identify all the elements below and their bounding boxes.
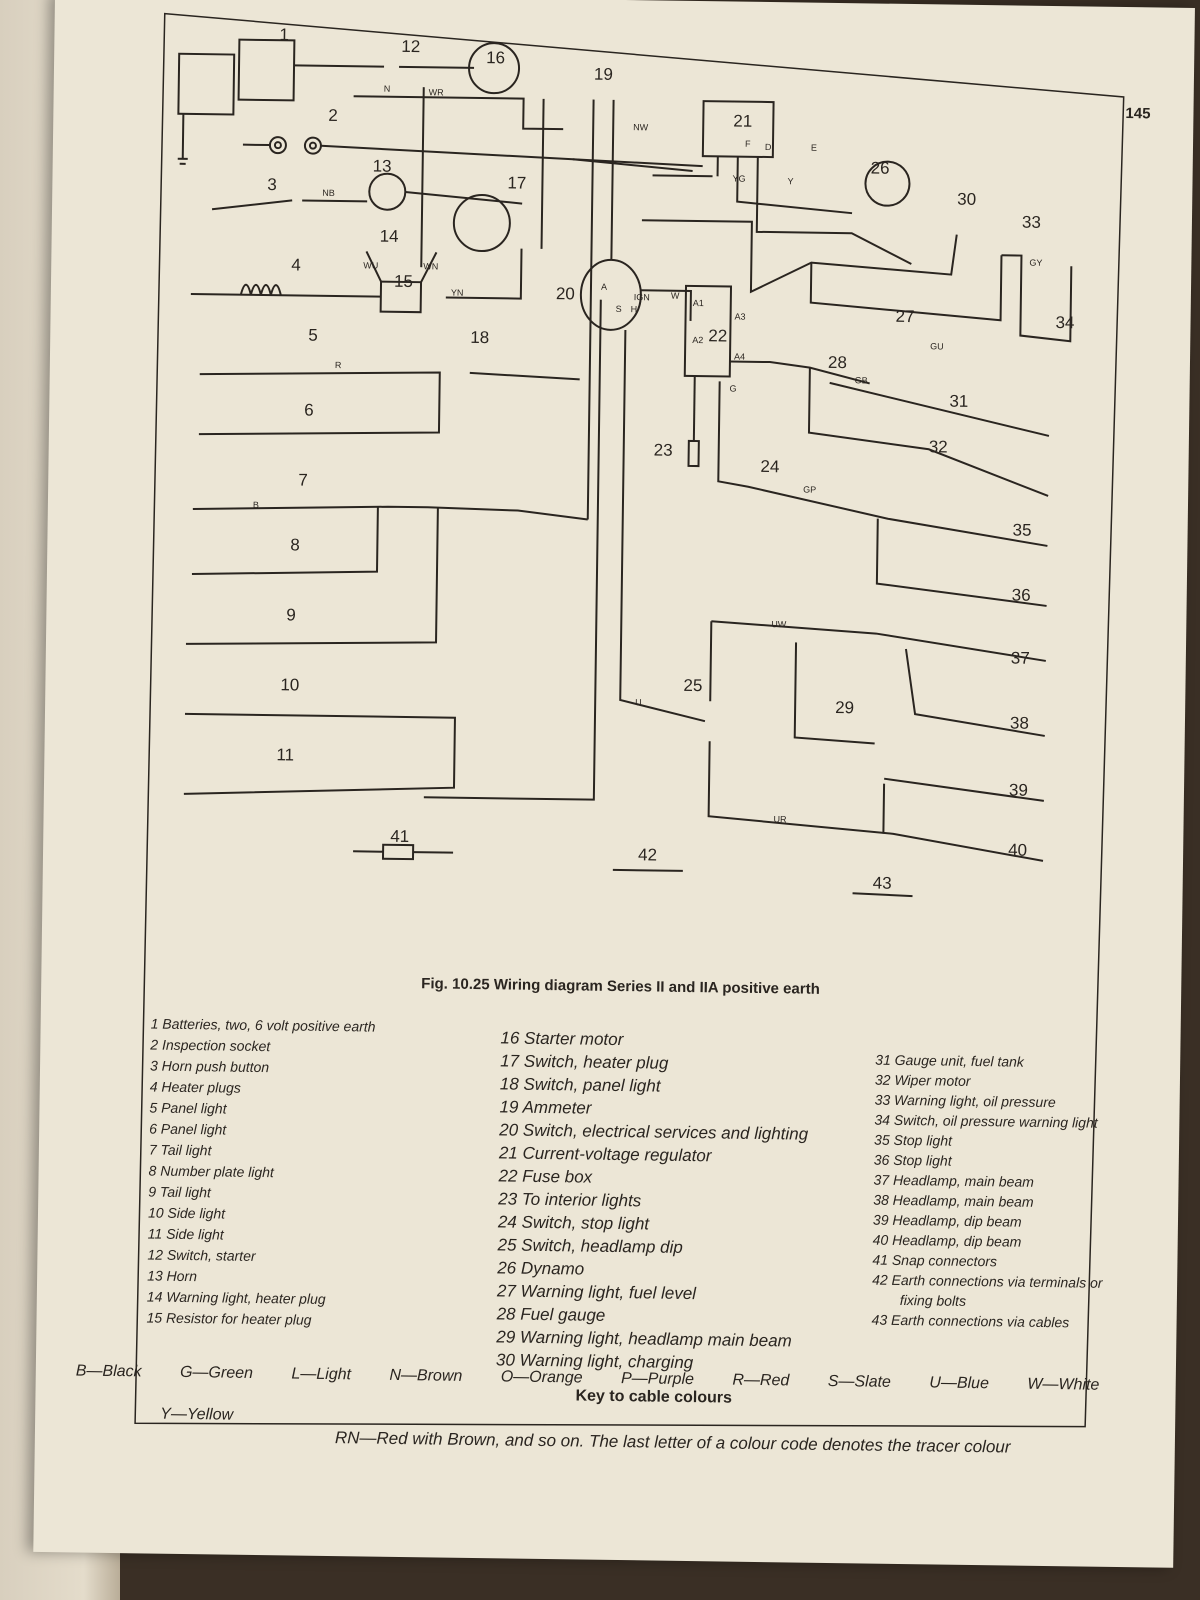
label-32: 32 — [929, 437, 948, 456]
label-27: 27 — [895, 307, 914, 326]
label-5: 5 — [308, 326, 318, 345]
label-33: 33 — [1022, 213, 1041, 232]
label-11: 11 — [276, 745, 294, 764]
label-3: 3 — [267, 175, 277, 194]
wire-label: F — [745, 139, 751, 149]
wire-label: WR — [429, 87, 445, 97]
key-item: B—Black — [75, 1362, 142, 1381]
key-item: R—Red — [732, 1371, 790, 1390]
label-25: 25 — [683, 676, 702, 695]
wire-label: G — [730, 383, 737, 393]
legend-column-1: 1 Batteries, two, 6 volt positive earth … — [146, 1013, 375, 1331]
label-20: 20 — [556, 284, 575, 303]
key-title: Key to cable colours — [575, 1387, 733, 1407]
label-6: 6 — [304, 401, 314, 420]
wire-label: E — [811, 143, 817, 153]
wire-label: YN — [451, 288, 464, 298]
label-23: 23 — [654, 440, 673, 459]
label-1: 1 — [279, 25, 289, 44]
key-row-2: Y—Yellow — [160, 1406, 267, 1425]
wire-label: WN — [423, 261, 438, 271]
label-29: 29 — [835, 698, 854, 717]
wiring-diagram: 1 2 3 4 5 6 7 8 9 10 11 12 13 14 15 16 1… — [134, 12, 1125, 1428]
key-item: U—Blue — [929, 1374, 990, 1393]
wire-label: N — [384, 84, 391, 94]
label-13: 13 — [373, 156, 392, 175]
label-26: 26 — [871, 158, 890, 177]
key-item: Y—Yellow — [160, 1405, 234, 1424]
label-7: 7 — [298, 470, 308, 489]
key-item: O—Orange — [500, 1368, 583, 1387]
label-12: 12 — [401, 37, 420, 56]
wire-label: GU — [930, 341, 944, 351]
label-16: 16 — [486, 48, 505, 67]
manual-page: 145 — [33, 0, 1195, 1568]
label-18: 18 — [470, 328, 489, 347]
label-10: 10 — [280, 675, 299, 694]
wire-label: GP — [803, 485, 816, 495]
legend-column-3: 31 Gauge unit, fuel tank 32 Wiper motor … — [871, 1050, 1105, 1333]
label-36: 36 — [1012, 585, 1031, 604]
wire-label: U — [635, 697, 642, 707]
wire-label: NB — [322, 188, 335, 198]
key-item: G—Green — [179, 1363, 254, 1382]
label-9: 9 — [286, 605, 296, 624]
key-item: W—White — [1027, 1375, 1100, 1394]
label-35: 35 — [1013, 520, 1032, 539]
wire-label: A — [601, 282, 607, 292]
legend-item: 43 Earth connections via cables — [871, 1311, 1070, 1331]
label-34: 34 — [1055, 313, 1074, 332]
wire-label: UW — [771, 619, 787, 629]
label-19: 19 — [594, 65, 613, 84]
wire-label: GY — [1029, 258, 1042, 268]
label-39: 39 — [1009, 780, 1028, 799]
label-8: 8 — [290, 535, 300, 554]
label-21: 21 — [733, 112, 752, 131]
wire-label: A2 — [692, 335, 703, 345]
wire-label: WU — [363, 260, 378, 270]
label-30: 30 — [957, 190, 976, 209]
key-item: L—Light — [291, 1365, 352, 1384]
wire-label: A3 — [735, 312, 746, 322]
label-2: 2 — [328, 106, 338, 125]
key-item: N—Brown — [389, 1366, 463, 1385]
wire-label: R — [335, 360, 342, 370]
label-31: 31 — [949, 392, 968, 411]
label-28: 28 — [828, 353, 847, 372]
wire-label: Y — [787, 176, 793, 186]
label-41: 41 — [390, 827, 409, 846]
label-43: 43 — [873, 874, 892, 893]
wire-label: YG — [732, 174, 745, 184]
wire-label: NW — [633, 122, 649, 132]
label-4: 4 — [291, 255, 301, 274]
key-item: P—Purple — [620, 1370, 695, 1389]
label-22: 22 — [708, 326, 727, 345]
label-24: 24 — [760, 457, 779, 476]
wire-label: D — [765, 142, 772, 152]
label-38: 38 — [1010, 713, 1029, 732]
label-17: 17 — [507, 173, 526, 192]
label-40: 40 — [1008, 840, 1027, 859]
wire-label: A4 — [734, 352, 745, 362]
wire-label: UR — [774, 814, 788, 824]
label-42: 42 — [638, 845, 657, 864]
legend-column-2: 16 Starter motor 17 Switch, heater plug … — [496, 1026, 810, 1375]
label-37: 37 — [1011, 648, 1030, 667]
wire-label: W — [671, 291, 680, 301]
wire-label: IGN — [634, 292, 650, 302]
label-14: 14 — [380, 227, 399, 246]
key-item: S—Slate — [827, 1372, 892, 1391]
wire-label: S — [616, 304, 622, 314]
label-15: 15 — [394, 272, 413, 291]
wire-label: A1 — [693, 298, 704, 308]
wire-label: H — [631, 304, 638, 314]
wire-label: GB — [855, 375, 868, 385]
legend-item: 15 Resistor for heater plug — [146, 1309, 312, 1328]
wire-label: B — [253, 500, 259, 510]
